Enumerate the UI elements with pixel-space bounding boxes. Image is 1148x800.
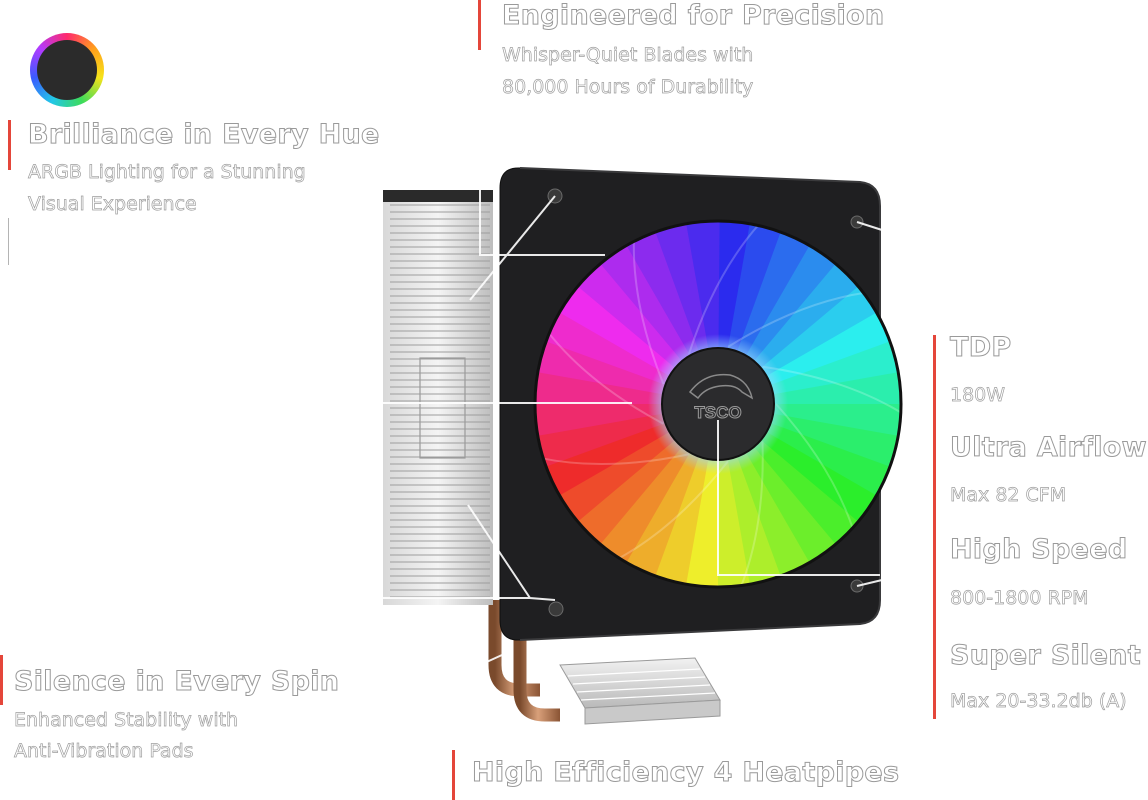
hue-title: Brilliance in Every Hue <box>28 119 380 151</box>
precision-line-2: 80,000 Hours of Durability <box>502 76 754 99</box>
heatpipes-accent-bar <box>452 750 455 800</box>
spec-value-tdp: 180W <box>950 384 1006 407</box>
hue-line-1: ARGB Lighting for a Stunning <box>28 161 306 184</box>
fan-hub: TSCO <box>648 334 788 474</box>
callout-lines <box>383 180 883 666</box>
heatpipes-title: High Efficiency 4 Heatpipes <box>471 757 900 789</box>
spec-value-speed: 800-1800 RPM <box>950 587 1089 610</box>
silence-line-2: Anti-Vibration Pads <box>14 740 194 763</box>
aluminum-fin-stack <box>383 190 493 605</box>
spec-value-airflow: Max 82 CFM <box>950 484 1067 507</box>
silence-accent-bar <box>0 655 3 705</box>
spec-label-silent: Super Silent <box>949 640 1142 672</box>
spec-label-airflow: Ultra Airflow <box>950 432 1148 464</box>
precision-accent-bar <box>478 0 481 50</box>
rgb-ring-icon <box>30 33 104 107</box>
spec-value-silent: Max 20-33.2db (A) <box>950 690 1127 713</box>
hub-logo-text: TSCO <box>694 403 741 422</box>
spec-label-speed: High Speed <box>950 534 1128 566</box>
hue-divider <box>8 218 9 265</box>
precision-line-1: Whisper-Quiet Blades with <box>502 44 754 67</box>
precision-title: Engineered for Precision <box>501 0 885 32</box>
silence-line-1: Enhanced Stability with <box>14 709 239 732</box>
specs-accent-bar <box>933 335 936 719</box>
tsco-tiger-icon <box>688 373 754 400</box>
hue-line-2: Visual Experience <box>28 193 197 216</box>
hue-accent-bar <box>8 120 11 170</box>
spec-label-tdp: TDP <box>950 332 1012 364</box>
heatsink-base <box>559 657 721 725</box>
silence-title: Silence in Every Spin <box>13 666 340 698</box>
